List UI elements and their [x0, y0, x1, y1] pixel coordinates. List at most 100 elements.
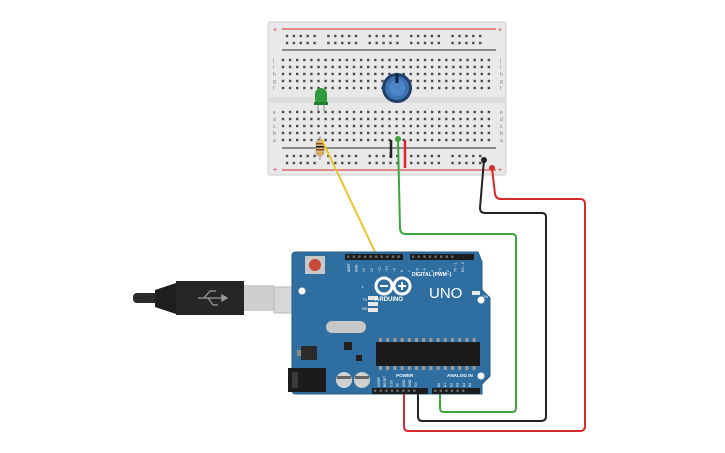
- reset-button[interactable]: [309, 259, 321, 271]
- breadboard-hole[interactable]: [459, 131, 462, 135]
- breadboard-hole[interactable]: [310, 138, 313, 142]
- breadboard-hole[interactable]: [473, 110, 476, 114]
- breadboard-hole[interactable]: [409, 124, 412, 128]
- rail-hole[interactable]: [347, 41, 351, 45]
- rail-hole[interactable]: [396, 34, 399, 38]
- rail-hole[interactable]: [472, 154, 475, 158]
- header-pin[interactable]: [363, 255, 367, 258]
- breadboard-hole[interactable]: [480, 58, 483, 62]
- breadboard-hole[interactable]: [487, 86, 491, 90]
- breadboard-hole[interactable]: [487, 117, 491, 121]
- breadboard-hole[interactable]: [303, 58, 306, 62]
- breadboard-hole[interactable]: [324, 86, 327, 90]
- breadboard-hole[interactable]: [303, 65, 306, 69]
- rail-hole[interactable]: [410, 161, 413, 165]
- breadboard-hole[interactable]: [296, 131, 299, 135]
- breadboard-hole[interactable]: [303, 110, 306, 114]
- breadboard-hole[interactable]: [281, 65, 285, 69]
- breadboard-hole[interactable]: [367, 110, 370, 114]
- breadboard-hole[interactable]: [487, 65, 491, 69]
- breadboard-hole[interactable]: [487, 131, 491, 135]
- breadboard-hole[interactable]: [303, 138, 306, 142]
- breadboard-hole[interactable]: [409, 65, 412, 69]
- breadboard-hole[interactable]: [374, 79, 377, 83]
- breadboard-hole[interactable]: [310, 86, 313, 90]
- rail-hole[interactable]: [437, 154, 440, 158]
- rail-hole[interactable]: [437, 161, 440, 165]
- breadboard-hole[interactable]: [345, 65, 349, 69]
- breadboard-hole[interactable]: [359, 124, 363, 128]
- breadboard-hole[interactable]: [367, 65, 370, 69]
- breadboard-hole[interactable]: [480, 124, 483, 128]
- breadboard-hole[interactable]: [281, 86, 285, 90]
- breadboard-hole[interactable]: [402, 138, 405, 142]
- breadboard-hole[interactable]: [452, 117, 455, 121]
- rail-hole[interactable]: [416, 41, 420, 45]
- breadboard-hole[interactable]: [338, 58, 341, 62]
- breadboard-hole[interactable]: [345, 138, 349, 142]
- breadboard-hole[interactable]: [324, 110, 327, 114]
- breadboard-hole[interactable]: [459, 79, 462, 83]
- breadboard-hole[interactable]: [288, 79, 292, 83]
- breadboard-hole[interactable]: [466, 58, 469, 62]
- breadboard-hole[interactable]: [466, 117, 469, 121]
- header-pin[interactable]: [374, 389, 377, 392]
- breadboard-hole[interactable]: [423, 79, 427, 83]
- rail-hole[interactable]: [327, 41, 330, 45]
- rail-hole[interactable]: [451, 161, 454, 165]
- header-pin[interactable]: [439, 389, 442, 392]
- rail-hole[interactable]: [347, 154, 351, 158]
- breadboard-hole[interactable]: [430, 58, 434, 62]
- rail-hole[interactable]: [285, 41, 289, 45]
- breadboard-hole[interactable]: [296, 86, 299, 90]
- rail-hole[interactable]: [396, 41, 399, 45]
- breadboard-holes[interactable]: [281, 34, 491, 165]
- breadboard-hole[interactable]: [310, 117, 313, 121]
- breadboard-hole[interactable]: [473, 72, 476, 76]
- breadboard-hole[interactable]: [381, 65, 384, 69]
- rail-hole[interactable]: [354, 34, 358, 38]
- breadboard-hole[interactable]: [338, 72, 341, 76]
- wire-black[interactable]: [417, 159, 547, 422]
- breadboard-hole[interactable]: [345, 72, 349, 76]
- breadboard-hole[interactable]: [352, 58, 356, 62]
- breadboard-hole[interactable]: [402, 117, 405, 121]
- breadboard-hole[interactable]: [416, 86, 420, 90]
- breadboard-hole[interactable]: [324, 72, 327, 76]
- wire-green[interactable]: [397, 139, 517, 413]
- breadboard-hole[interactable]: [381, 131, 384, 135]
- breadboard-hole[interactable]: [359, 131, 363, 135]
- breadboard-hole[interactable]: [367, 79, 370, 83]
- rail-hole[interactable]: [292, 161, 296, 165]
- breadboard-hole[interactable]: [409, 131, 412, 135]
- breadboard-hole[interactable]: [430, 72, 434, 76]
- rail-hole[interactable]: [458, 41, 461, 45]
- rail-hole[interactable]: [341, 161, 344, 165]
- rail-hole[interactable]: [410, 154, 413, 158]
- breadboard-hole[interactable]: [381, 124, 384, 128]
- header-pin[interactable]: [412, 255, 415, 258]
- breadboard-hole[interactable]: [438, 58, 441, 62]
- breadboard-hole[interactable]: [473, 58, 476, 62]
- breadboard-hole[interactable]: [352, 72, 356, 76]
- rail-hole[interactable]: [354, 154, 358, 158]
- breadboard-hole[interactable]: [409, 117, 412, 121]
- rail-hole[interactable]: [382, 161, 385, 165]
- breadboard-hole[interactable]: [296, 58, 299, 62]
- header-pin[interactable]: [385, 389, 388, 392]
- breadboard-hole[interactable]: [367, 58, 370, 62]
- breadboard-hole[interactable]: [367, 131, 370, 135]
- rail-hole[interactable]: [465, 41, 468, 45]
- breadboard-hole[interactable]: [317, 65, 320, 69]
- rail-hole[interactable]: [479, 161, 482, 165]
- rail-hole[interactable]: [458, 161, 461, 165]
- breadboard-hole[interactable]: [310, 131, 313, 135]
- breadboard-hole[interactable]: [345, 131, 349, 135]
- breadboard-hole[interactable]: [324, 138, 327, 142]
- breadboard-hole[interactable]: [296, 65, 299, 69]
- breadboard-hole[interactable]: [438, 79, 441, 83]
- breadboard-hole[interactable]: [466, 131, 469, 135]
- rail-hole[interactable]: [368, 154, 371, 158]
- rail-hole[interactable]: [382, 41, 385, 45]
- header-pin[interactable]: [358, 255, 361, 258]
